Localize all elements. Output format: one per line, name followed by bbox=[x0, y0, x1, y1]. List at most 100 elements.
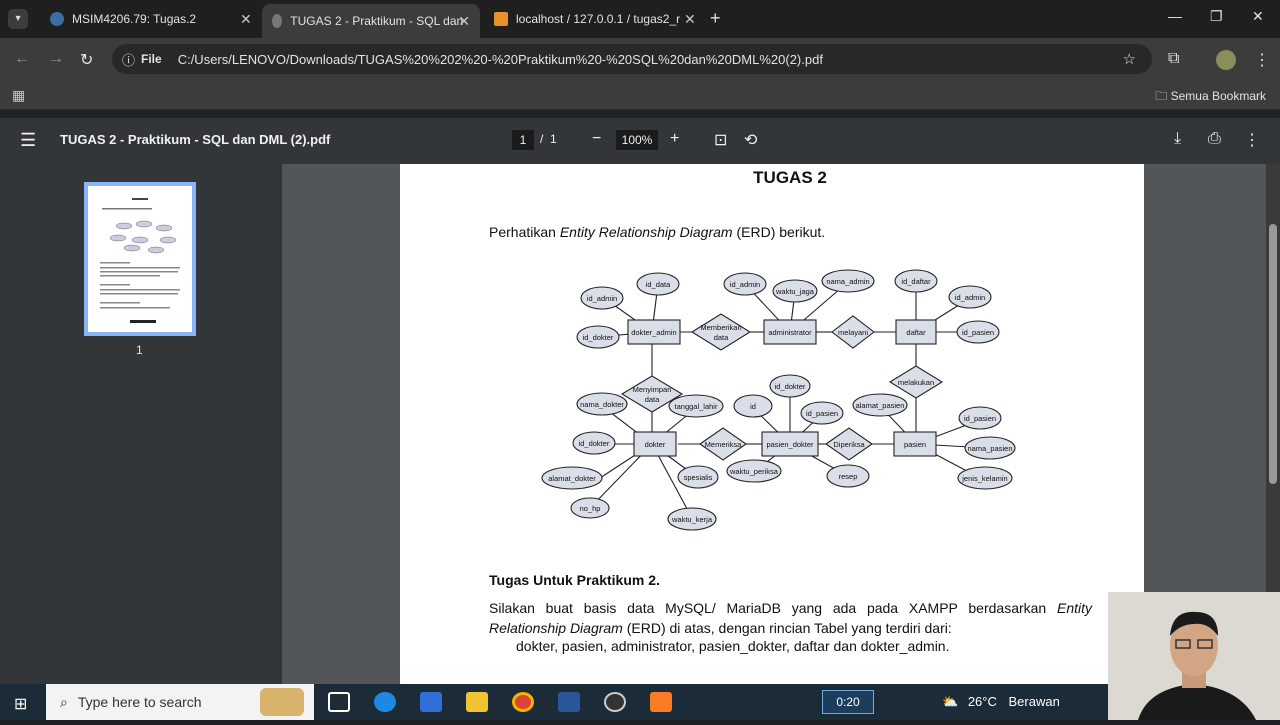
apps-grid-icon[interactable]: ▦ bbox=[12, 87, 26, 103]
cloud-sun-icon: ⛅ bbox=[942, 694, 959, 709]
erd-relation: data bbox=[645, 395, 660, 404]
pdf-page: TUGAS 2 Perhatikan Entity Relationship D… bbox=[400, 164, 1144, 684]
close-tab-icon[interactable]: ✕ bbox=[458, 12, 470, 29]
bookmarks-bar: ▦ 🗀 Semua Bookmark bbox=[0, 80, 1280, 110]
info-icon[interactable]: ⓘ bbox=[122, 52, 136, 68]
weather-condition: Berawan bbox=[1008, 694, 1060, 709]
moodle-icon bbox=[50, 12, 64, 26]
tab-search-button[interactable]: ▾ bbox=[8, 9, 28, 29]
address-bar[interactable]: ⓘ File C:/Users/LENOVO/Downloads/TUGAS%2… bbox=[112, 44, 1152, 74]
tab-title: localhost / 127.0.0.1 / tugas2_r bbox=[516, 12, 681, 26]
erd-attribute: id_pasien bbox=[962, 328, 994, 337]
zoom-input[interactable]: 100% bbox=[616, 130, 658, 150]
browser-toolbar: ← → ↻ ⓘ File C:/Users/LENOVO/Downloads/T… bbox=[0, 38, 1280, 80]
xampp-icon[interactable] bbox=[650, 692, 672, 712]
erd-relation: melakukan bbox=[898, 378, 934, 387]
search-icon: ⌕ bbox=[60, 693, 68, 710]
url-text[interactable]: C:/Users/LENOVO/Downloads/TUGAS%20%202%2… bbox=[177, 51, 823, 67]
zoom-in-icon[interactable]: + bbox=[670, 130, 680, 147]
erd-entity: dokter_admin bbox=[631, 328, 676, 337]
folder-icon: 🗀 bbox=[1155, 89, 1168, 103]
pdf-filename: TUGAS 2 - Praktikum - SQL dan DML (2).pd… bbox=[60, 132, 331, 147]
page-number-input[interactable]: 1 bbox=[512, 130, 534, 150]
back-arrow-icon[interactable]: ← bbox=[14, 50, 30, 67]
erd-attribute: nama_admin bbox=[826, 277, 869, 286]
fit-page-icon[interactable]: ⊡ bbox=[714, 132, 728, 149]
erd-entity: pasien bbox=[904, 440, 926, 449]
erd-attribute: nama_dokter bbox=[580, 400, 624, 409]
download-icon[interactable]: ⤓ bbox=[1174, 130, 1182, 147]
phpmyadmin-icon bbox=[494, 12, 508, 26]
erd-attribute: jenis_kelamin bbox=[961, 474, 1007, 483]
minimize-button[interactable]: — bbox=[1168, 8, 1182, 24]
scrollbar-thumb[interactable] bbox=[1269, 224, 1277, 484]
close-tab-icon[interactable]: ✕ bbox=[684, 10, 696, 27]
erd-diagram: dokter_admin administrator daftar dokter… bbox=[541, 269, 1016, 531]
temperature: 26°C bbox=[967, 694, 997, 709]
tab-strip: ▾ MSIM4206.79: Tugas.2 ✕ TUGAS 2 - Prakt… bbox=[0, 0, 1280, 38]
extensions-icon[interactable]: ⧉ bbox=[1168, 50, 1180, 67]
erd-attribute: resep bbox=[839, 472, 858, 481]
close-window-button[interactable]: ✕ bbox=[1252, 8, 1264, 24]
erd-attribute: nama_pasien bbox=[967, 444, 1012, 453]
store-icon[interactable] bbox=[420, 692, 442, 712]
erd-attribute: id_daftar bbox=[901, 277, 931, 286]
page-separator: / bbox=[540, 132, 544, 146]
intro-paragraph: Perhatikan Entity Relationship Diagram (… bbox=[489, 224, 825, 240]
forward-arrow-icon[interactable]: → bbox=[48, 50, 64, 67]
search-placeholder: Type here to search bbox=[77, 694, 202, 710]
erd-attribute: waktu_kerja bbox=[671, 515, 713, 524]
erd-attribute: tanggal_lahir bbox=[675, 402, 718, 411]
thumbnail-page-number: 1 bbox=[136, 343, 143, 357]
taskbar: ⊞ ⌕ Type here to search 0:20 ⛅ 26°C Bera… bbox=[0, 684, 1280, 720]
word-icon[interactable] bbox=[558, 692, 580, 712]
rotate-icon[interactable]: ⟲ bbox=[744, 132, 758, 149]
weather-widget[interactable]: ⛅ 26°C Berawan bbox=[942, 694, 1060, 710]
chrome-icon[interactable] bbox=[512, 692, 534, 712]
document-title: TUGAS 2 bbox=[753, 168, 827, 187]
erd-relation: Menyimpan bbox=[633, 385, 672, 394]
scrollbar[interactable] bbox=[1266, 164, 1280, 684]
hamburger-menu-icon[interactable]: ☰ bbox=[20, 130, 37, 150]
close-tab-icon[interactable]: ✕ bbox=[240, 10, 252, 27]
tab-pdf[interactable]: TUGAS 2 - Praktikum - SQL dan ✕ bbox=[262, 4, 480, 38]
intro-emphasis: Entity Relationship Diagram bbox=[559, 224, 733, 240]
webcam-overlay bbox=[1108, 592, 1280, 720]
presenter-image bbox=[1108, 592, 1280, 720]
avatar[interactable] bbox=[1216, 50, 1236, 70]
edge-icon[interactable] bbox=[374, 692, 396, 712]
zoom-out-icon[interactable]: − bbox=[592, 130, 602, 147]
task-paragraph: Silakan buat basis data MySQL/ MariaDB y… bbox=[489, 598, 1092, 638]
erd-attribute: spesialis bbox=[684, 473, 713, 482]
all-bookmarks-label: Semua Bookmark bbox=[1170, 89, 1266, 103]
erd-relation: data bbox=[714, 333, 729, 342]
erd-attribute: no_hp bbox=[580, 504, 601, 513]
erd-relation: Diperiksa bbox=[833, 440, 865, 449]
scheme-label: File bbox=[141, 52, 162, 66]
windows-start-icon[interactable]: ⊞ bbox=[14, 696, 28, 713]
erd-attribute: id_dokter bbox=[579, 439, 610, 448]
star-icon[interactable]: ☆ bbox=[1122, 51, 1136, 68]
tab-msim[interactable]: MSIM4206.79: Tugas.2 ✕ bbox=[40, 4, 262, 34]
reload-icon[interactable]: ↻ bbox=[80, 52, 94, 69]
recording-timer[interactable]: 0:20 bbox=[822, 690, 874, 714]
pdf-more-icon[interactable]: ⋮ bbox=[1244, 132, 1260, 149]
recorder-icon[interactable] bbox=[604, 692, 626, 712]
task-view-icon[interactable] bbox=[328, 692, 350, 712]
page-thumbnail[interactable] bbox=[84, 182, 196, 336]
new-tab-button[interactable]: + bbox=[710, 8, 721, 28]
taskbar-search[interactable]: ⌕ Type here to search bbox=[46, 684, 314, 720]
erd-attribute: id_dokter bbox=[775, 382, 806, 391]
more-menu-icon[interactable]: ⋮ bbox=[1254, 52, 1270, 69]
task-text-a: Silakan buat basis data MySQL/ MariaDB y… bbox=[489, 600, 1057, 616]
maximize-button[interactable]: ❐ bbox=[1210, 8, 1223, 24]
erd-attribute: waktu_jaga bbox=[775, 287, 815, 296]
file-explorer-icon[interactable] bbox=[466, 692, 488, 712]
erd-attribute: alamat_dokter bbox=[548, 474, 596, 483]
erd-attribute: id_admin bbox=[955, 293, 985, 302]
erd-attribute: id_pasien bbox=[964, 414, 996, 423]
all-bookmarks[interactable]: 🗀 Semua Bookmark bbox=[1155, 87, 1266, 108]
tab-phpmyadmin[interactable]: localhost / 127.0.0.1 / tugas2_r ✕ bbox=[484, 4, 706, 34]
erd-entity: daftar bbox=[906, 328, 926, 337]
print-icon[interactable]: ⎙ bbox=[1208, 130, 1221, 147]
